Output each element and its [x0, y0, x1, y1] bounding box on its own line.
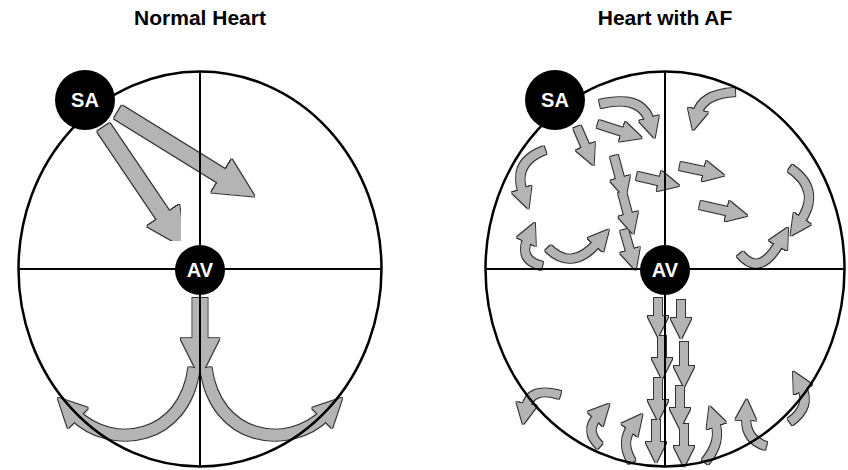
heart-ellipse [486, 72, 845, 467]
node-circle [525, 70, 585, 130]
node-circle [175, 245, 225, 295]
heart-heading: Heart with AF [484, 6, 846, 30]
node-circle-box: SA [525, 70, 585, 130]
node-circle [55, 70, 115, 130]
connector-group [103, 127, 167, 221]
node-circle-box: AV [175, 245, 225, 295]
node-label: AV [652, 260, 678, 280]
node-circle-box: AV [640, 245, 690, 295]
heart-ellipse [19, 72, 382, 467]
heart-panel: Normal HeartSA AV [17, 0, 383, 470]
node-circle [640, 245, 690, 295]
node-label: AV [187, 260, 213, 280]
heart-panel: Heart with AF SA AV [484, 0, 846, 470]
node-circle-box: SA [55, 70, 115, 130]
heart-heading: Normal Heart [17, 6, 383, 30]
conduction-arrow [103, 127, 167, 221]
node-label: SA [541, 90, 569, 110]
node-label: SA [71, 90, 99, 110]
